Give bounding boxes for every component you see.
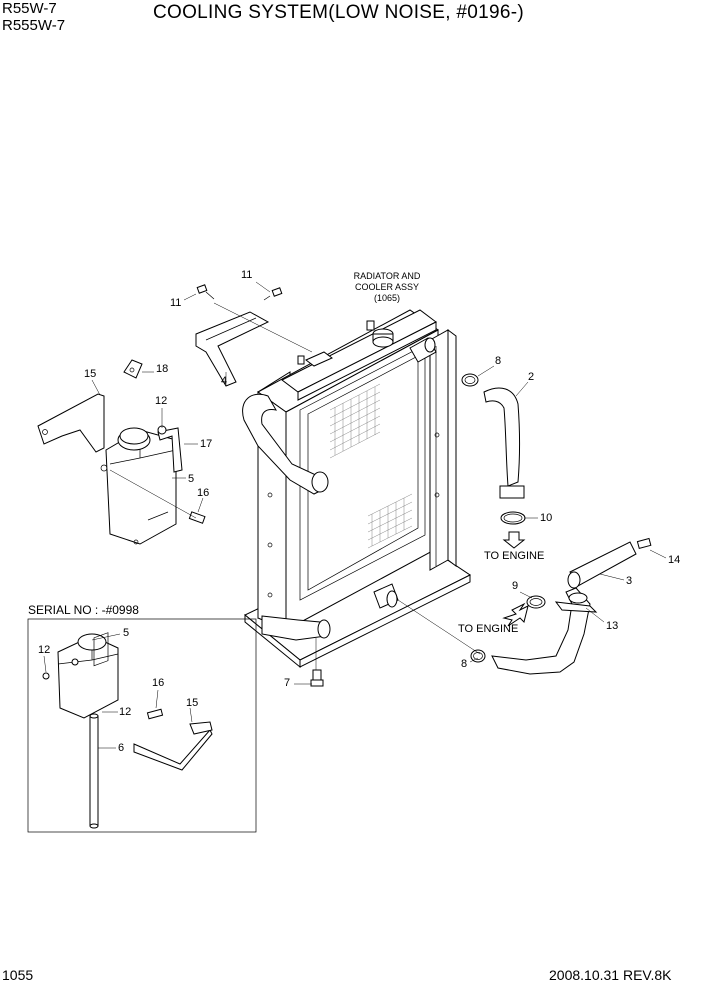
radiator-assembly [242,309,471,669]
bolt-16-upper [188,511,206,524]
callout-8-lower: 8 [461,658,468,670]
callout-6: 6 [118,742,125,754]
upper-hose-2 [483,387,525,499]
arrow-to-engine-lower [502,602,529,627]
bolt-11-left [196,284,215,300]
to-engine-label-1: TO ENGINE [484,550,545,562]
model-number-2: R555W-7 [2,17,66,34]
callout-12-inset-left: 12 [38,644,51,656]
callout-8-upper: 8 [495,355,502,367]
model-number-1: R55W-7 [2,0,57,17]
hose-clamp-8-upper [461,373,479,387]
radiator-assy-note-2: COOLER ASSY [354,282,420,292]
callout-9: 9 [512,580,519,592]
callout-4: 4 [221,375,228,387]
callout-7: 7 [284,677,291,689]
callout-16-inset: 16 [152,677,165,689]
leader-lines [91,281,667,685]
lower-hose-bracket-13 [554,592,598,613]
date-revision: 2008.10.31 REV.8K [549,967,672,983]
radiator-assy-note-3: (1065) [373,293,400,303]
to-engine-label-2: TO ENGINE [458,623,519,635]
serial-inset-box [27,618,257,833]
callout-5-upper: 5 [188,473,195,485]
radiator-assy-note-1: RADIATOR AND [353,271,421,281]
serial-number-note: SERIAL NO : -#0998 [28,603,139,617]
hose-clamp-8-lower [470,649,486,663]
bolt-11-right [263,287,283,301]
callout-14: 14 [668,554,681,566]
mounting-bracket-4 [195,311,270,387]
reservoir-tank-5 [105,425,183,545]
callout-16-upper: 16 [197,487,210,499]
callout-12-inset: 12 [119,706,132,718]
bolt-7 [310,669,324,687]
callout-5-inset: 5 [123,627,130,639]
callout-3: 3 [626,575,633,587]
callout-12-upper: 12 [155,395,168,407]
callout-13: 13 [606,620,619,632]
bolt-14 [636,537,652,550]
callout-11-left: 11 [170,297,182,309]
callout-15-inset: 15 [186,697,199,709]
callout-18: 18 [156,363,169,375]
callout-15-upper: 15 [84,368,97,380]
callout-17: 17 [200,438,213,450]
clip-18 [123,359,143,379]
hose-clamp-9 [526,595,546,609]
arrow-to-engine-down [502,531,526,549]
hose-clamp-10 [500,511,526,525]
callout-10: 10 [540,512,553,524]
page-number: 1055 [2,967,34,983]
page-title: COOLING SYSTEM(LOW NOISE, #0196-) [153,2,524,23]
callout-2: 2 [528,371,535,383]
callout-11-right: 11 [241,269,253,281]
tank-bracket-15 [37,393,108,472]
